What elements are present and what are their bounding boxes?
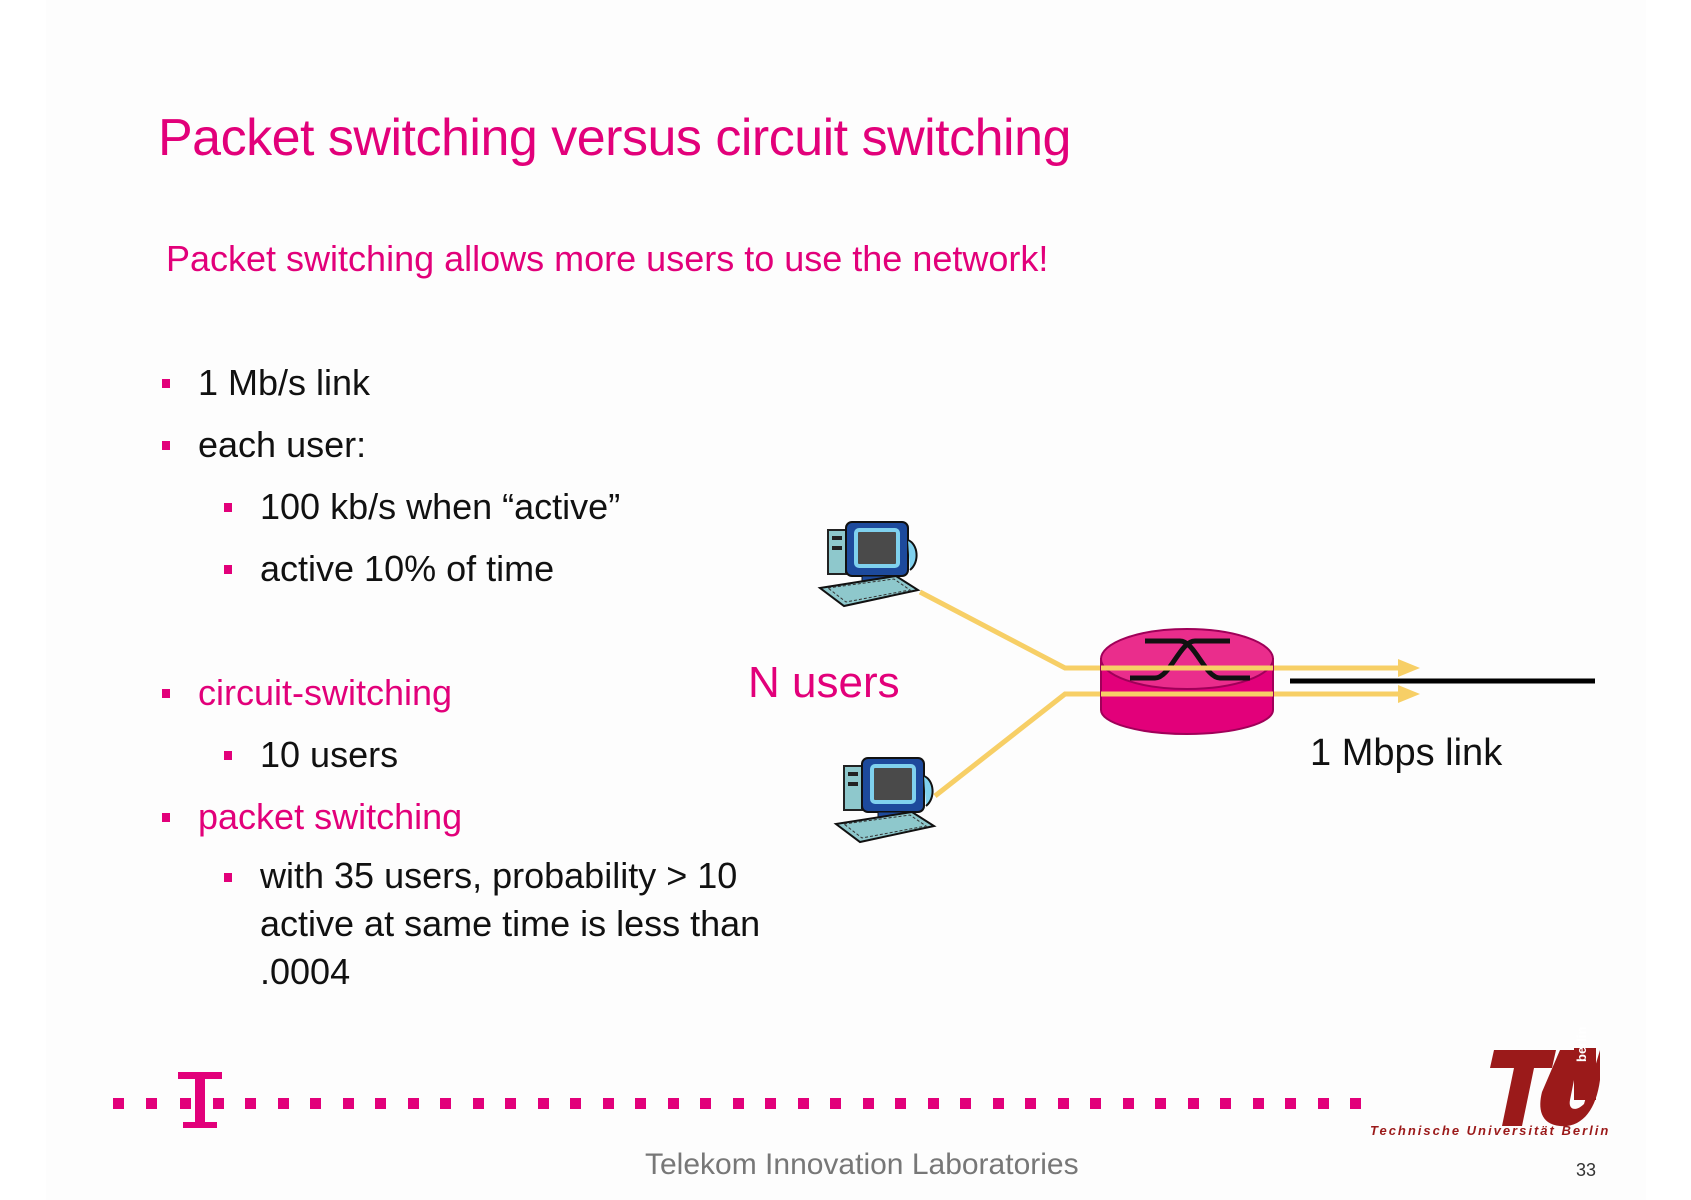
tu-logo-berlin-text: berlin <box>1574 1026 1589 1062</box>
telekom-t-logo <box>178 1072 222 1128</box>
flow-line-top <box>918 589 1400 671</box>
footer-lab-name: Telekom Innovation Laboratories <box>645 1148 1079 1181</box>
bullet-each-user: each user: <box>161 420 366 470</box>
arrowhead-top <box>1398 659 1420 677</box>
bullet-packet-probability: with 35 users, probability > 10 active a… <box>224 852 820 996</box>
computer-icon-bottom <box>833 757 937 844</box>
tu-berlin-name: Technische Universität Berlin <box>1370 1123 1611 1138</box>
link-capacity-label: 1 Mbps link <box>1310 732 1503 774</box>
footer-dotted-line <box>113 1098 1361 1109</box>
page-number: 33 <box>1576 1160 1597 1180</box>
slide-subtitle: Packet switching allows more users to us… <box>166 238 1049 279</box>
bullet-packet-switching: packet switching <box>161 792 462 842</box>
slide-title: Packet switching versus circuit switchin… <box>158 109 1071 167</box>
flow-lines <box>918 589 1400 798</box>
n-users-label: N users <box>748 658 900 707</box>
arrowhead-bottom <box>1398 685 1420 703</box>
bullet-user-rate: 100 kb/s when “active” <box>223 482 620 532</box>
bullet-circuit-switching: circuit-switching <box>161 668 452 718</box>
computer-icon-top <box>817 521 921 608</box>
tu-berlin-logo <box>1490 1048 1600 1127</box>
flow-line-bottom <box>933 691 1400 798</box>
router-icon <box>1100 628 1274 735</box>
bullet-active-time: active 10% of time <box>223 544 554 594</box>
bullet-link-rate: 1 Mb/s link <box>161 358 370 408</box>
bullet-circuit-users: 10 users <box>223 730 398 780</box>
